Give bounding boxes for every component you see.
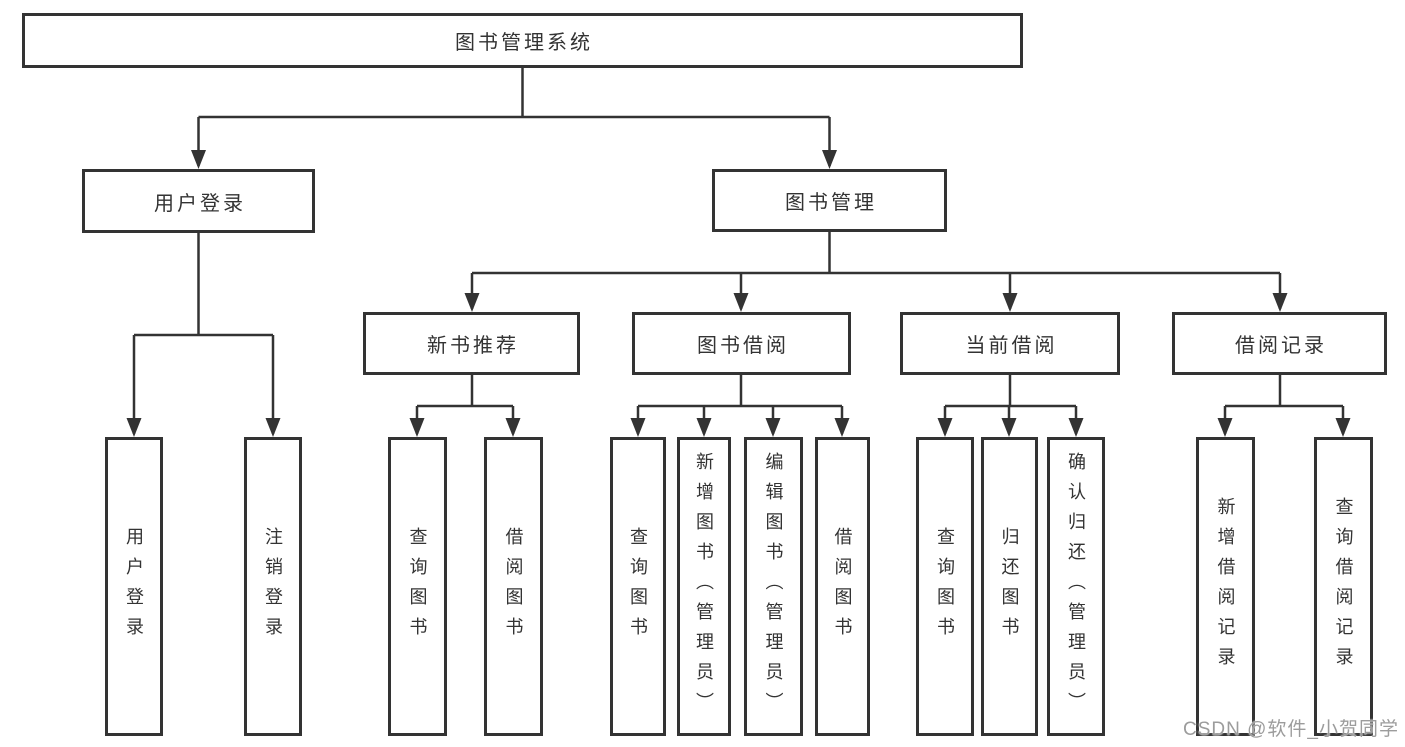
leaf-add-borrow-record: 新增借阅记录 <box>1196 437 1255 736</box>
leaf-add-books-admin-label: 新增图书（管理员） <box>694 451 714 722</box>
leaf-add-books-admin: 新增图书（管理员） <box>677 437 731 736</box>
node-current-borrowing-label: 当前借阅 <box>965 335 1058 357</box>
node-borrow-records: 借阅记录 <box>1172 312 1387 375</box>
leaf-edit-books-admin: 编辑图书（管理员） <box>744 437 803 736</box>
arrowheads <box>126 150 1351 437</box>
leaf-query-borrow-record-label: 查询借阅记录 <box>1333 496 1354 677</box>
leaf-recommend-query-books-label: 查询图书 <box>407 526 428 647</box>
leaf-user-login: 用户登录 <box>105 437 163 736</box>
node-book-borrowing: 图书借阅 <box>632 312 851 375</box>
node-current-borrowing: 当前借阅 <box>900 312 1120 375</box>
leaf-add-borrow-record-label: 新增借阅记录 <box>1215 496 1236 677</box>
leaf-query-borrow-record: 查询借阅记录 <box>1314 437 1373 736</box>
node-new-book-recommend: 新书推荐 <box>363 312 580 375</box>
leaf-borrowing-query-books-label: 查询图书 <box>628 526 648 647</box>
node-new-book-recommend-label: 新书推荐 <box>427 335 519 357</box>
leaf-borrowing-borrow-books: 借阅图书 <box>815 437 870 736</box>
csdn-watermark: CSDN @软件_小贺同学 <box>1183 719 1399 740</box>
leaf-recommend-query-books: 查询图书 <box>388 437 447 736</box>
leaf-logout-login-label: 注销登录 <box>263 526 283 647</box>
node-borrow-records-label: 借阅记录 <box>1235 335 1327 357</box>
node-user-login-label: 用户登录 <box>154 192 246 215</box>
leaf-return-books: 归还图书 <box>981 437 1038 736</box>
leaf-current-query-books: 查询图书 <box>916 437 974 736</box>
leaf-logout-login: 注销登录 <box>244 437 302 736</box>
node-book-management-label: 图书管理 <box>785 192 877 214</box>
leaf-confirm-return-admin-label: 确认归还（管理员） <box>1066 451 1086 722</box>
leaf-borrowing-borrow-books-label: 借阅图书 <box>832 526 853 647</box>
leaf-edit-books-admin-label: 编辑图书（管理员） <box>763 451 784 722</box>
leaf-user-login-label: 用户登录 <box>124 526 144 647</box>
node-user-login: 用户登录 <box>82 169 315 233</box>
leaf-recommend-borrow-books-label: 借阅图书 <box>503 526 524 647</box>
leaf-current-query-books-label: 查询图书 <box>935 526 955 647</box>
tree-edges <box>132 68 1345 434</box>
node-root: 图书管理系统 <box>22 13 1023 68</box>
leaf-recommend-borrow-books: 借阅图书 <box>484 437 543 736</box>
leaf-borrowing-query-books: 查询图书 <box>610 437 666 736</box>
leaf-return-books-label: 归还图书 <box>999 526 1020 647</box>
leaf-confirm-return-admin: 确认归还（管理员） <box>1047 437 1105 736</box>
node-book-management: 图书管理 <box>712 169 947 232</box>
node-book-borrowing-label: 图书借阅 <box>697 335 789 357</box>
node-root-label: 图书管理系统 <box>455 32 593 54</box>
